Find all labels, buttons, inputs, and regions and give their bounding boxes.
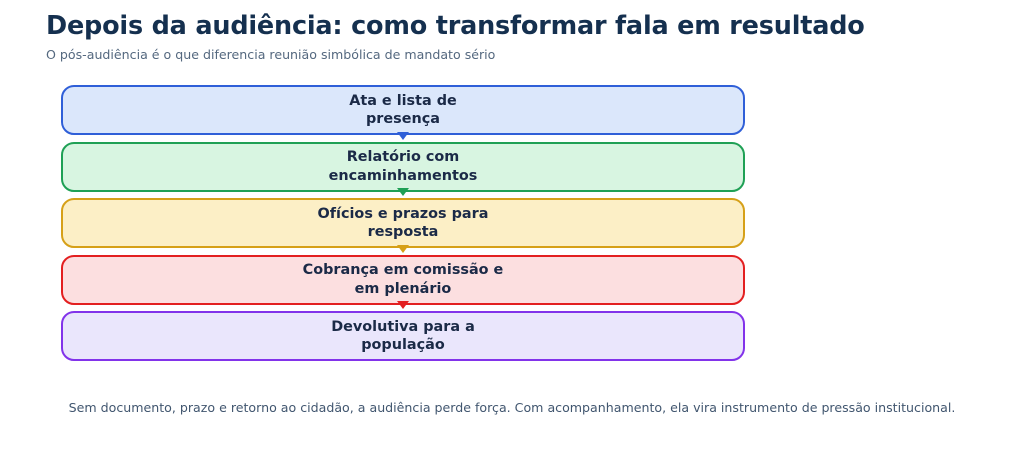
footer-note: Sem documento, prazo e retorno ao cidadã… — [68, 400, 956, 415]
header: Depois da audiência: como transformar fa… — [46, 12, 986, 62]
flow-step[interactable]: Devolutiva para a população — [61, 311, 745, 361]
flow-step-label: Ata e lista de presença — [349, 92, 457, 127]
flow-step[interactable]: Cobrança em comissão e em plenário — [61, 254, 745, 309]
flow-connector-down-arrow-icon — [397, 301, 409, 309]
flow-step-label: Cobrança em comissão e em plenário — [302, 262, 504, 297]
page-title: Depois da audiência: como transformar fa… — [46, 11, 865, 41]
flow-step[interactable]: Ofícios e prazos para resposta — [61, 198, 745, 253]
flow-step-label: Relatório com encaminhamentos — [328, 149, 478, 184]
flow-connector-down-arrow-icon — [397, 188, 409, 196]
flow-step[interactable]: Ata e lista de presença — [61, 85, 745, 140]
flow-connector-down-arrow-icon — [397, 131, 409, 140]
flow-step-label: Ofícios e prazos para resposta — [317, 205, 489, 240]
flow-connector-down-arrow-icon — [397, 244, 409, 253]
page-subtitle: O pós-audiência é o que diferencia reuni… — [46, 46, 496, 62]
flow-step[interactable]: Relatório com encaminhamentos — [61, 141, 745, 196]
flow-step-label: Devolutiva para a população — [331, 318, 475, 353]
